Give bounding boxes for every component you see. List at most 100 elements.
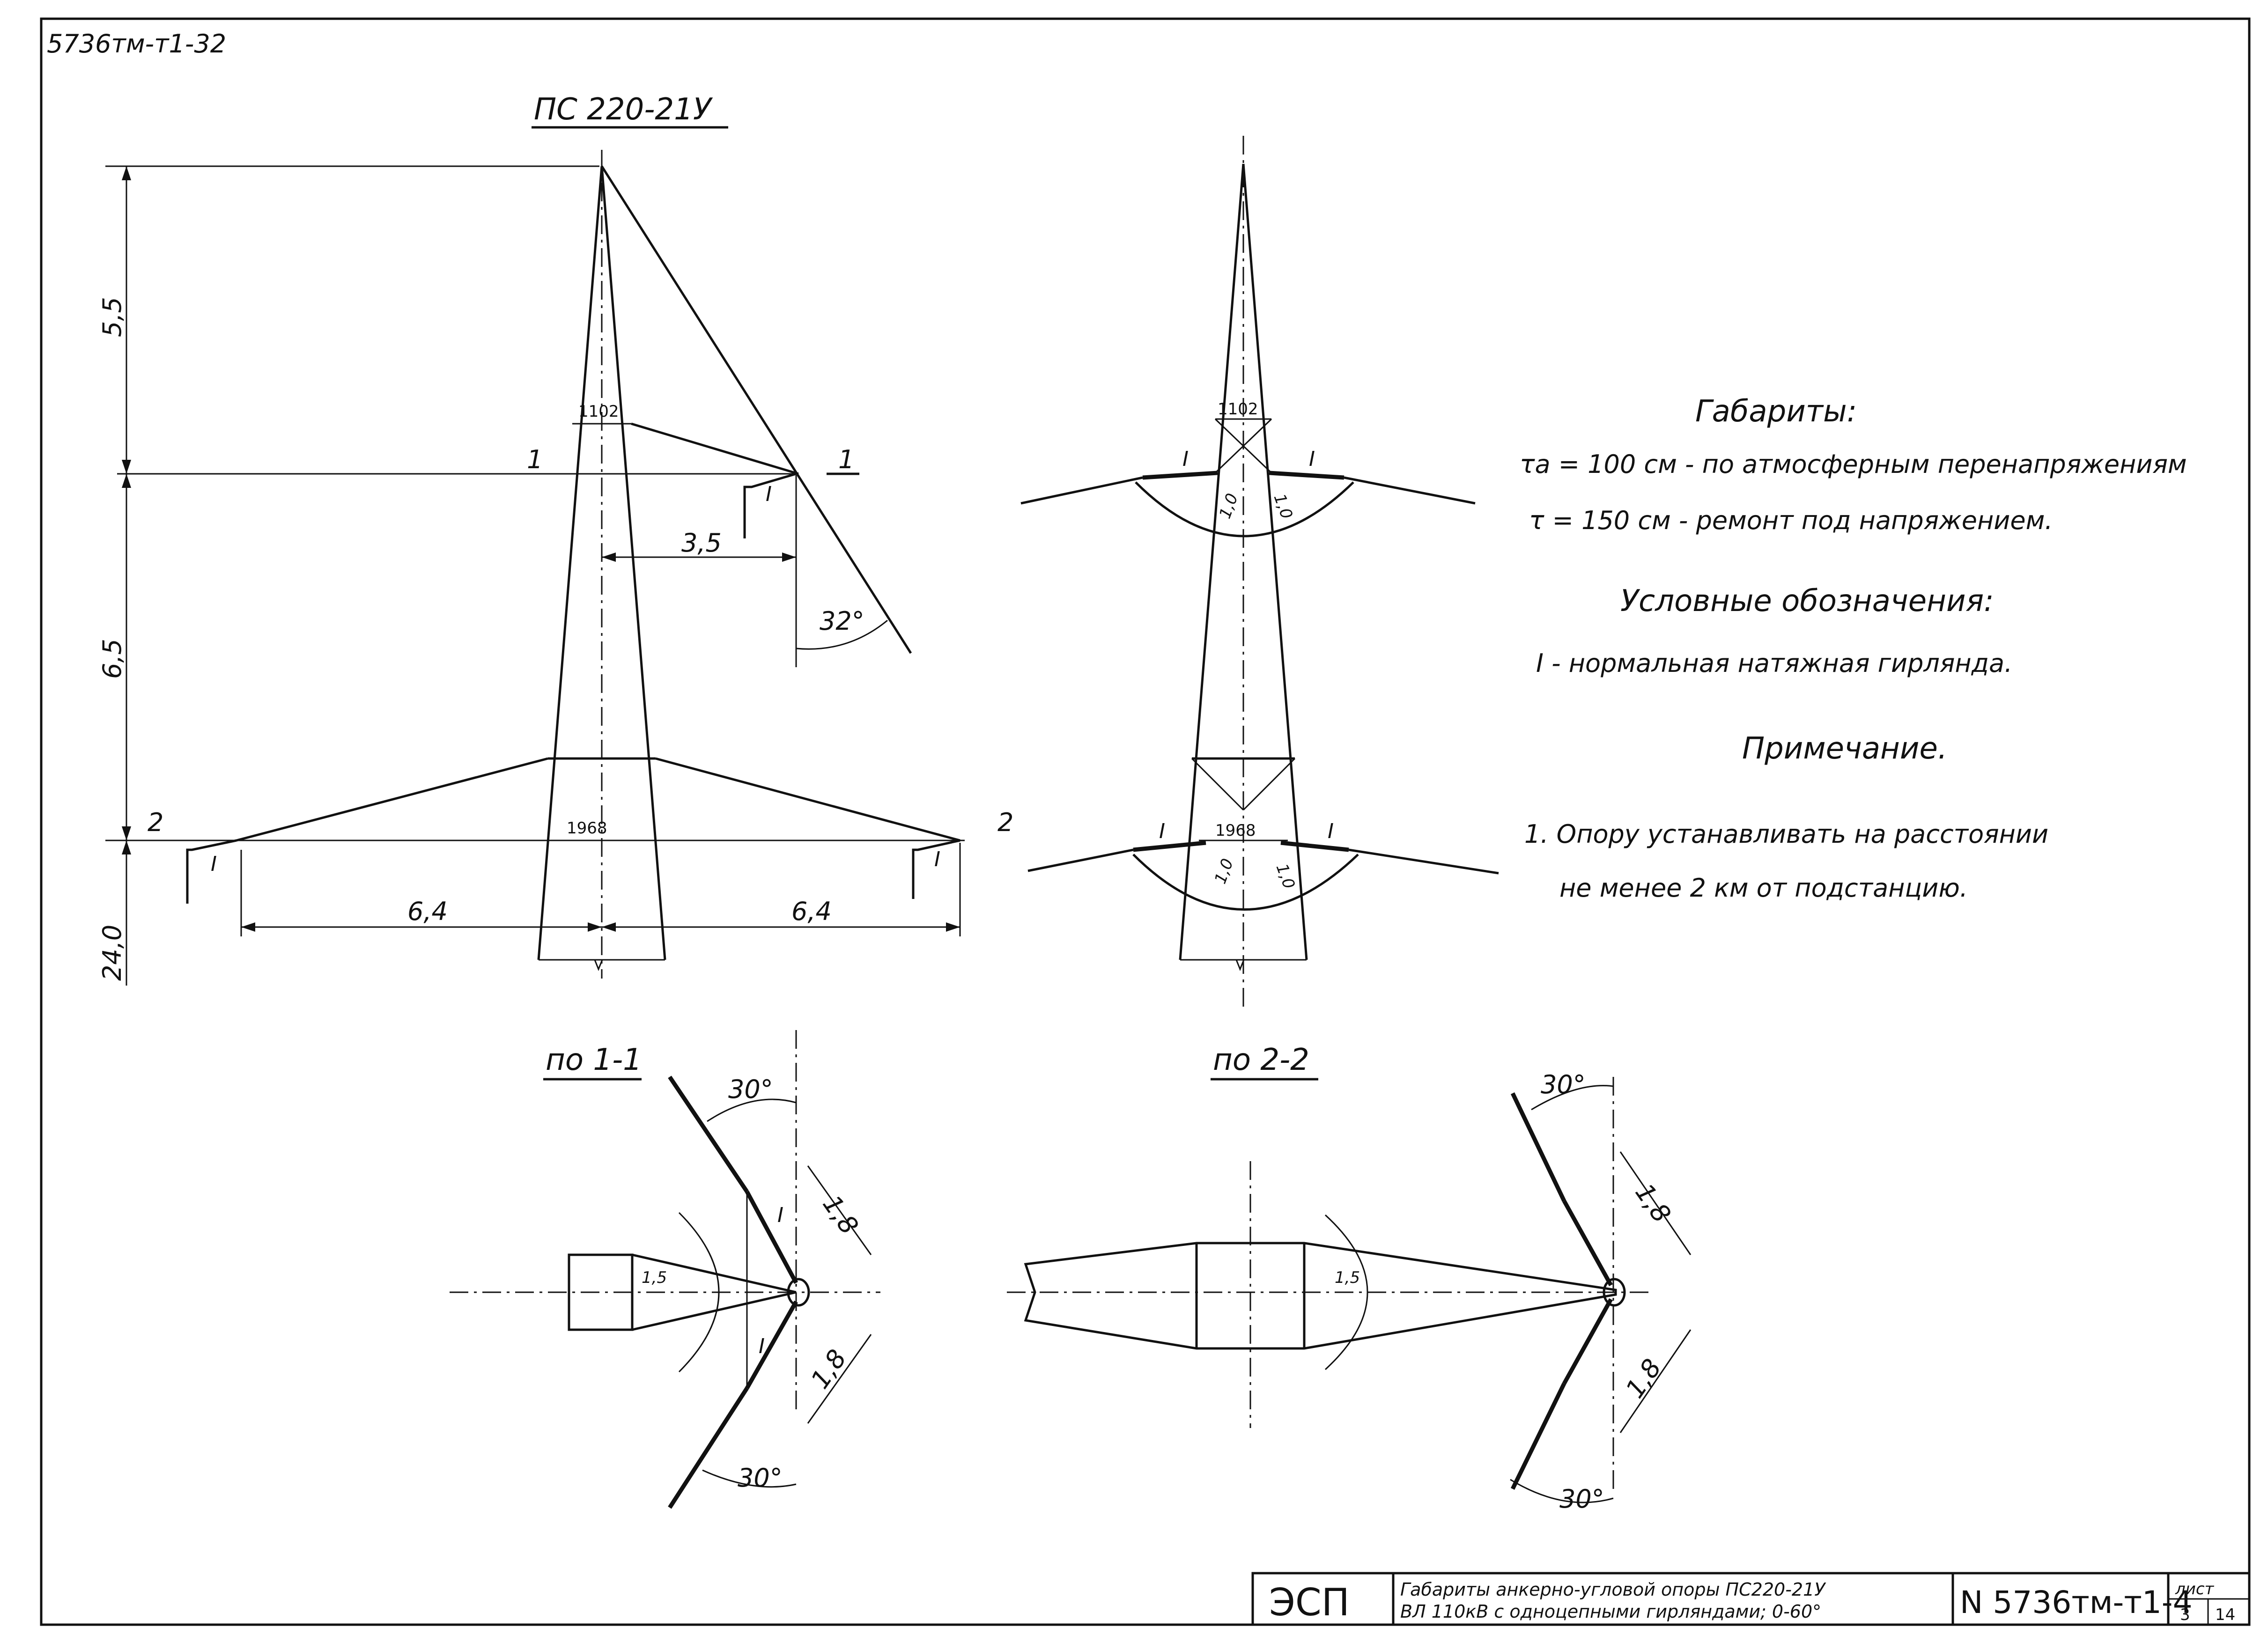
section-2-left-label: 2 bbox=[148, 808, 163, 837]
side-upper-clearance-arc bbox=[1135, 481, 1354, 538]
section-1-angle-top-arc bbox=[707, 1098, 797, 1122]
lower-width-label: 1968 bbox=[567, 819, 607, 838]
side-section-2-label: 2 bbox=[997, 808, 1013, 837]
section-2-radius: 1,5 bbox=[1335, 1268, 1360, 1287]
side-upper-radius-right: 1,0 bbox=[1270, 491, 1296, 521]
section-1-angle-top: 30° bbox=[728, 1075, 773, 1104]
section-2-title: по 2-2 bbox=[1213, 1043, 1309, 1077]
dim-6-5-label: 6,5 bbox=[97, 639, 127, 679]
section-1-taper-bottom bbox=[632, 1291, 797, 1331]
stamp-sheet-no: 3 bbox=[2180, 1605, 2190, 1624]
side-lower-right-mark: I bbox=[1328, 819, 1334, 843]
section-1-radius: 1,5 bbox=[642, 1268, 667, 1287]
section-1-insulator-bottom bbox=[745, 1300, 798, 1390]
side-right-leg bbox=[1242, 163, 1308, 960]
side-lower-clearance-arc bbox=[1132, 854, 1359, 911]
dim-5-5-label: 5,5 bbox=[97, 297, 127, 337]
section-1-dim-bottom: 1,8 bbox=[805, 1344, 852, 1394]
angle-arc bbox=[796, 619, 888, 650]
side-lower-right-insulator bbox=[1280, 840, 1349, 852]
side-lower-right-wire bbox=[1348, 848, 1499, 875]
angle-32-label: 32° bbox=[820, 606, 864, 636]
stamp-description-1: Габариты анкерно-угловой опоры ПС220-21У bbox=[1400, 1579, 1826, 1600]
arm-reach-label: 3,5 bbox=[681, 528, 722, 558]
side-view: 1102 I I 1,0 1,0 1968 I I 1,0 1,0 2 bbox=[997, 136, 1499, 1007]
side-upper-left-wire bbox=[1020, 476, 1143, 505]
lower-left-insulator-mark: I bbox=[211, 852, 217, 876]
section-2-clearance-arc bbox=[1324, 1214, 1368, 1370]
section-1-title: по 1-1 bbox=[546, 1043, 642, 1077]
stamp-doc-number: N 5736тм-т1-4 bbox=[1960, 1584, 2193, 1620]
stamp-org: ЭСП bbox=[1269, 1581, 1350, 1624]
section-1-left-label: 1 bbox=[527, 445, 543, 474]
side-lower-left-mark: I bbox=[1159, 819, 1165, 843]
section-2-dim-bottom-line bbox=[1619, 1329, 1692, 1433]
lower-left-insulator bbox=[186, 839, 237, 904]
left-span-label: 6,4 bbox=[407, 897, 448, 926]
tower-left-leg bbox=[537, 166, 603, 960]
section-1-right-label: 1 bbox=[838, 445, 854, 474]
title-block: ЭСП Габариты анкерно-угловой опоры ПС220… bbox=[1251, 1572, 2251, 1626]
section-1-clearance-arc bbox=[678, 1212, 720, 1373]
lower-right-insulator-mark: I bbox=[934, 847, 940, 871]
section-2-wire-bottom bbox=[1510, 1383, 1566, 1490]
section-2-angle-top-arc bbox=[1531, 1085, 1614, 1111]
side-lower-width-label: 1968 bbox=[1215, 821, 1256, 840]
lower-right-insulator bbox=[912, 839, 960, 899]
dim-24-0-label: 24,0 bbox=[97, 925, 127, 981]
corner-code: 5736тм-т1-32 bbox=[47, 29, 226, 59]
section-2-angle-top: 30° bbox=[1541, 1070, 1586, 1099]
section-1-taper-top bbox=[632, 1253, 797, 1294]
lower-crossarm-left-brace bbox=[236, 757, 548, 842]
tower-title: ПС 220-21У bbox=[534, 92, 713, 127]
side-lower-radius-left: 1,0 bbox=[1211, 856, 1237, 886]
section-2-insulator-top bbox=[1562, 1200, 1613, 1287]
remark-line-1: 1. Опору устанавливать на расстоянии bbox=[1524, 819, 2048, 849]
section-1-stub bbox=[568, 1253, 634, 1331]
side-upper-left-mark: I bbox=[1182, 447, 1189, 471]
section-1-angle-bottom: 30° bbox=[738, 1463, 783, 1493]
section-1-mark-top: I bbox=[777, 1203, 783, 1227]
stamp-description-2: ВЛ 110кВ с одноцепными гирляндами; 0-60° bbox=[1400, 1601, 1821, 1622]
gabarity-line-1: τa = 100 см - по атмосферным перенапряже… bbox=[1520, 449, 2187, 479]
legend-title: Условные обозначения: bbox=[1620, 584, 1994, 619]
section-2-dim-top-line bbox=[1619, 1151, 1692, 1255]
section-1-angle-bottom-arc bbox=[702, 1469, 797, 1488]
section-2-body bbox=[1024, 1242, 1617, 1350]
sheet-frame bbox=[40, 17, 2251, 1626]
section-2-angle-bottom: 30° bbox=[1559, 1484, 1604, 1514]
upper-insulator bbox=[743, 472, 797, 538]
right-span-label: 6,4 bbox=[791, 897, 832, 926]
stamp-sheet-label: лист bbox=[2175, 1580, 2215, 1598]
side-lower-left-wire bbox=[1027, 848, 1134, 872]
side-lower-x1 bbox=[1191, 758, 1244, 811]
remark-line-2: не менее 2 км от подстанцию. bbox=[1559, 873, 1968, 903]
section-2-dim-top: 1,8 bbox=[1629, 1178, 1677, 1228]
side-upper-x2 bbox=[1214, 418, 1272, 474]
notes-block: Габариты: τa = 100 см - по атмосферным п… bbox=[1520, 394, 2187, 903]
side-lower-x2 bbox=[1242, 758, 1296, 811]
remark-title: Примечание. bbox=[1742, 731, 1947, 766]
section-1-dim-top-line bbox=[807, 1165, 872, 1255]
section-1-view: по 1-1 1,5 I I 30° 30° 1,8 1,8 bbox=[450, 1030, 880, 1509]
top-diagonal bbox=[600, 165, 912, 654]
break-mark bbox=[594, 959, 603, 972]
stamp-sheet-total: 14 bbox=[2215, 1605, 2235, 1624]
side-upper-right-mark: I bbox=[1309, 447, 1315, 471]
section-1-mark-bottom: I bbox=[759, 1334, 765, 1358]
section-2-wire-top bbox=[1510, 1092, 1566, 1202]
legend-line: I - нормальная натяжная гирлянда. bbox=[1536, 648, 2012, 678]
section-2-view: по 2-2 1,5 30° 30° 1,8 1,8 bbox=[1007, 1043, 1692, 1514]
section-2-insulator-bottom bbox=[1562, 1298, 1613, 1385]
section-2-node bbox=[1603, 1278, 1626, 1307]
side-break-mark bbox=[1235, 959, 1245, 972]
side-upper-left-insulator bbox=[1142, 471, 1218, 480]
section-1-dim-top: 1,8 bbox=[817, 1190, 864, 1239]
side-upper-radius-left: 1,0 bbox=[1216, 491, 1242, 521]
side-lower-radius-right: 1,0 bbox=[1272, 861, 1299, 891]
upper-insulator-mark: I bbox=[766, 482, 772, 506]
section-2-dim-bottom: 1,8 bbox=[1620, 1354, 1667, 1403]
side-upper-width-label: 1102 bbox=[1218, 400, 1258, 419]
